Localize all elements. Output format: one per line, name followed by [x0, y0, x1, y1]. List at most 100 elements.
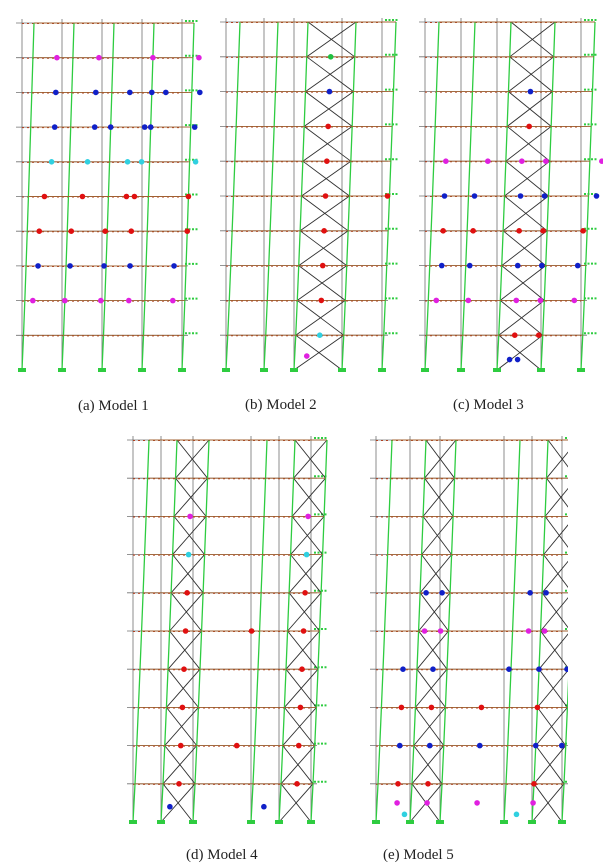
brace — [424, 439, 457, 479]
plastic-hinge — [428, 704, 435, 711]
plastic-hinge — [303, 353, 310, 359]
plastic-hinge — [79, 193, 86, 200]
base-support — [558, 820, 566, 824]
brace — [172, 516, 207, 555]
plastic-hinge — [541, 193, 548, 199]
plastic-hinge — [599, 158, 603, 164]
plastic-hinge — [147, 124, 154, 130]
plastic-hinge — [537, 297, 544, 304]
plastic-hinge — [303, 551, 310, 558]
brace — [169, 592, 204, 632]
plastic-hinge — [516, 228, 522, 234]
brace — [537, 668, 568, 708]
base-support — [222, 368, 230, 372]
plastic-hinge — [485, 158, 491, 164]
plastic-hinge — [150, 54, 156, 61]
plastic-hinge — [476, 742, 483, 749]
plastic-hinge — [248, 628, 255, 634]
caption-model-2: (b) Model 2 — [245, 397, 317, 413]
brace — [278, 783, 314, 823]
plastic-hinge — [543, 590, 549, 596]
plastic-hinge — [295, 742, 302, 749]
plastic-hinge — [319, 262, 326, 269]
plastic-hinge — [513, 297, 520, 304]
brace — [496, 334, 544, 371]
plastic-hinge — [101, 263, 107, 269]
base-support — [189, 820, 197, 824]
plastic-hinge — [184, 228, 191, 234]
model-2-frame-diagram — [216, 14, 410, 380]
plastic-hinge — [423, 590, 429, 596]
plastic-hinge — [35, 263, 41, 269]
brace — [533, 745, 567, 785]
plastic-hinge — [192, 159, 199, 165]
plastic-hinge — [519, 158, 525, 164]
plastic-hinge — [127, 263, 133, 269]
plastic-hinge — [91, 124, 98, 130]
brace — [544, 477, 568, 517]
caption-model-5: (e) Model 5 — [383, 847, 454, 863]
plastic-hinge — [474, 800, 480, 806]
plastic-hinge — [424, 800, 430, 806]
plastic-hinge — [466, 262, 473, 269]
base-support — [247, 820, 255, 824]
plastic-hinge — [233, 742, 240, 749]
plastic-hinge — [531, 781, 537, 787]
p5-svg — [370, 436, 568, 824]
brace — [504, 160, 551, 197]
plastic-hinge — [182, 628, 189, 634]
plastic-hinge — [525, 628, 532, 634]
plastic-hinge — [67, 263, 73, 269]
plastic-hinge — [128, 228, 135, 234]
caption-model-3: (c) Model 3 — [453, 397, 524, 413]
plastic-hinge — [98, 297, 104, 304]
plastic-hinge — [30, 297, 36, 304]
brace — [413, 707, 446, 746]
brace — [502, 195, 549, 232]
plastic-hinge — [84, 159, 91, 165]
base-support — [178, 368, 186, 372]
plastic-hinge — [471, 193, 478, 199]
plastic-hinge — [433, 297, 440, 304]
model-5-frame-diagram — [356, 432, 568, 832]
plastic-hinge — [299, 666, 305, 672]
plastic-hinge — [62, 297, 68, 304]
p3-svg — [419, 18, 603, 372]
plastic-hinge — [443, 158, 449, 164]
brace — [538, 630, 568, 670]
brace — [498, 300, 545, 336]
brace — [506, 91, 553, 127]
plastic-hinge — [465, 297, 472, 304]
plastic-hinge — [48, 159, 55, 165]
brace — [418, 592, 451, 632]
plastic-hinge — [514, 356, 521, 363]
plastic-hinge — [438, 262, 445, 269]
brace — [501, 230, 548, 266]
plastic-hinge — [191, 124, 198, 130]
plastic-hinge — [294, 781, 300, 787]
plastic-hinge — [179, 704, 186, 711]
brace — [297, 265, 347, 301]
brace — [291, 477, 326, 517]
plastic-hinge — [53, 89, 59, 96]
deflected-column — [424, 21, 440, 371]
plastic-hinge — [322, 193, 329, 199]
plastic-hinge — [177, 742, 184, 749]
plastic-hinge — [430, 666, 436, 672]
plastic-hinge — [384, 193, 391, 199]
model-3-frame-diagram — [417, 14, 603, 380]
deflected-column — [21, 22, 35, 371]
p4-svg — [127, 436, 328, 824]
plastic-hinge — [107, 124, 114, 130]
plastic-hinge — [394, 800, 400, 806]
base-support — [18, 368, 26, 372]
brace — [166, 668, 201, 708]
plastic-hinge — [401, 811, 408, 818]
base-support — [537, 368, 545, 372]
plastic-hinge — [437, 628, 444, 634]
base-support — [290, 368, 298, 372]
plastic-hinge — [261, 803, 267, 810]
plastic-hinge — [511, 332, 518, 339]
base-support — [493, 368, 501, 372]
brace — [298, 230, 349, 266]
